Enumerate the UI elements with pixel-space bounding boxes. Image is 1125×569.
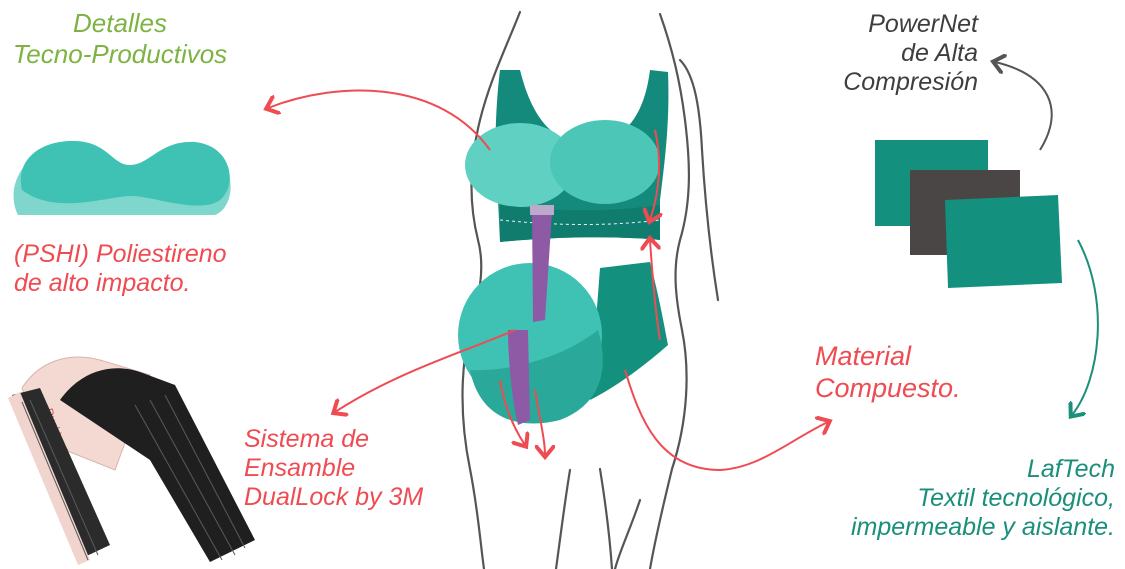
- sports-bra-icon: [465, 70, 668, 242]
- pshi-line-2: de alto impacto.: [14, 269, 274, 298]
- heading-label: Detalles Tecno-Productivos: [0, 8, 240, 70]
- laftech-line-1: LafTech: [820, 455, 1115, 484]
- powernet-line-1: PowerNet: [820, 10, 978, 39]
- laftech-label: LafTech Textil tecnológico, impermeable …: [820, 455, 1115, 542]
- composite-material-label: Material Compuesto.: [815, 340, 985, 404]
- fabric-layers-icon: [875, 140, 1062, 288]
- dual-lock-line-3: DualLock by 3M: [244, 483, 444, 512]
- composite-line-2: Compuesto.: [815, 372, 985, 404]
- arrow-icon: [995, 62, 1052, 150]
- powernet-line-2: de Alta: [820, 39, 978, 68]
- pshi-line-1: (PSHI) Poliestireno: [14, 240, 274, 269]
- arrow-icon: [1072, 240, 1098, 415]
- powernet-line-3: Compresión: [820, 68, 978, 97]
- laftech-line-3: impermeable y aislante.: [820, 513, 1115, 542]
- dual-lock-line-2: Ensamble: [244, 454, 444, 483]
- pshi-label: (PSHI) Poliestireno de alto impacto.: [14, 240, 274, 298]
- dual-lock-label: Sistema de Ensamble DualLock by 3M: [244, 425, 444, 512]
- composite-line-1: Material: [815, 340, 985, 372]
- heading-line-2: Tecno-Productivos: [0, 39, 240, 70]
- dual-lock-line-1: Sistema de: [244, 425, 444, 454]
- foam-pad-icon: [14, 141, 231, 215]
- heading-line-1: Detalles: [0, 8, 240, 39]
- velcro-strip-icon: Dual Lock 3M: [8, 357, 255, 565]
- powernet-label: PowerNet de Alta Compresión: [820, 10, 978, 97]
- laftech-line-2: Textil tecnológico,: [820, 484, 1115, 513]
